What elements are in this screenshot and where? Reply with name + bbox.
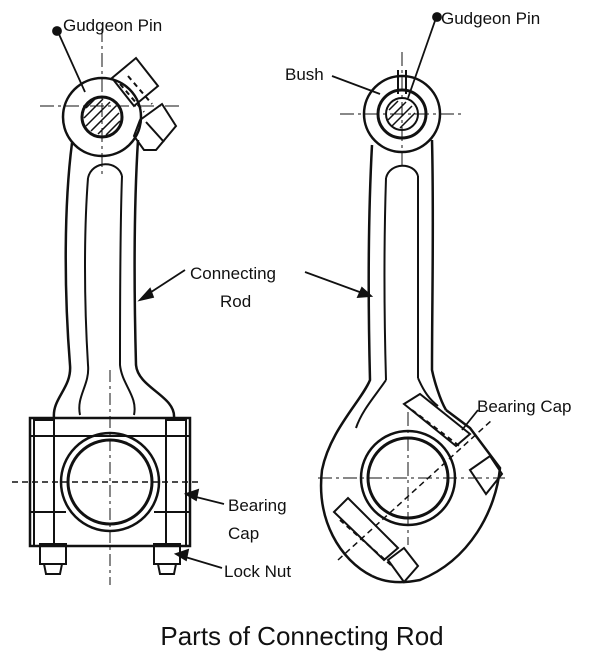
label-left-gudgeon-pin: Gudgeon Pin <box>63 16 162 35</box>
label-left-bearing-cap-line2: Cap <box>228 524 259 543</box>
right-shank-outline <box>319 139 448 578</box>
left-small-end-centerlines <box>40 28 180 178</box>
left-bolt-right <box>165 419 187 547</box>
leader-lines <box>52 12 479 569</box>
label-bush: Bush <box>285 65 324 84</box>
label-right-bearing-cap: Bearing Cap <box>477 397 572 416</box>
left-shank-inner <box>78 175 136 416</box>
right-bearing-cap-bolts <box>332 392 504 584</box>
right-shank-inner <box>383 176 420 381</box>
label-left-bearing-cap-line1: Bearing <box>228 496 287 515</box>
label-lock-nut: Lock Nut <box>224 562 291 581</box>
left-clamp-bolt <box>110 56 178 151</box>
label-right-gudgeon-pin: Gudgeon Pin <box>441 9 540 28</box>
label-connecting-rod-line1: Connecting <box>190 264 276 283</box>
left-connecting-rod <box>12 28 200 585</box>
left-bolt-left <box>33 419 55 547</box>
left-pin-hatching <box>83 98 121 136</box>
right-pin-hatching <box>387 100 416 129</box>
right-big-end-body <box>371 409 502 584</box>
diagram-title: Parts of Connecting Rod <box>160 621 443 651</box>
right-connecting-rod <box>318 52 505 584</box>
left-shank-outline <box>52 139 176 419</box>
label-connecting-rod-line2: Rod <box>220 292 251 311</box>
